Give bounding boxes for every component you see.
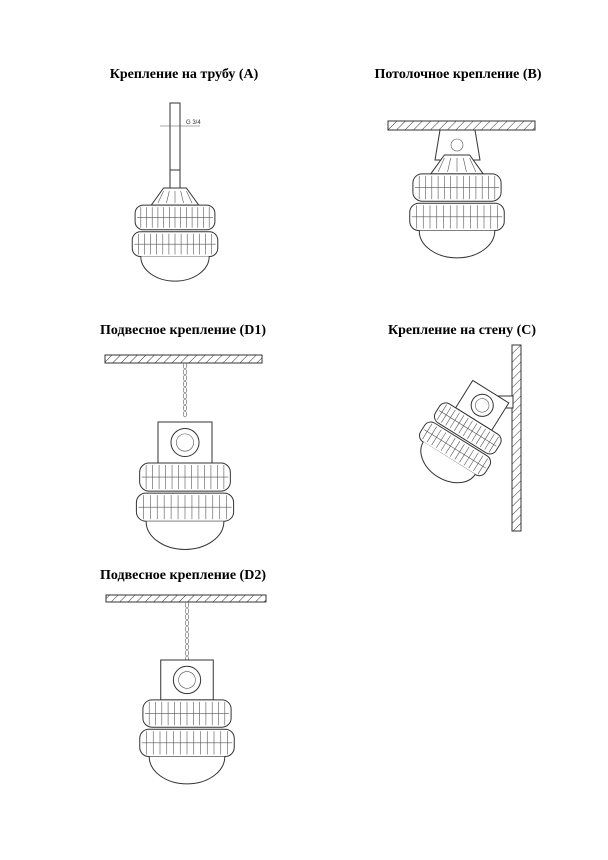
fin <box>447 157 451 172</box>
pendant-mount-d1-drawing <box>104 354 263 550</box>
chain-link <box>185 625 189 633</box>
fin <box>469 157 477 173</box>
caption-pendant-mount-d1: Подвесное крепление (D1) <box>100 323 266 338</box>
chain-link <box>183 410 187 418</box>
caption-pendant-mount-d2: Подвесное крепление (D2) <box>100 568 266 583</box>
chain-link <box>183 392 187 400</box>
chain-link <box>185 631 189 639</box>
fin <box>157 190 164 204</box>
ceiling-hatch <box>105 594 267 603</box>
wall-mount-drawing <box>419 344 522 532</box>
fin <box>166 190 170 204</box>
chain-link <box>183 368 187 376</box>
chain-link <box>183 404 187 412</box>
chain-link <box>183 386 187 394</box>
junction-cover-inner <box>475 398 490 413</box>
chain-link <box>185 613 189 621</box>
fin <box>186 190 193 204</box>
chain-link <box>183 362 187 370</box>
chain-link <box>183 380 187 388</box>
chain-link <box>185 637 189 645</box>
chain-link <box>183 398 187 406</box>
pipe-coupler <box>169 169 181 189</box>
chain-link <box>185 601 189 609</box>
fin <box>437 157 445 173</box>
glass-globe <box>418 230 496 259</box>
junction-cover <box>170 427 200 458</box>
fin-line <box>424 429 486 469</box>
pipe-mount-drawing: G 3/4 <box>131 102 219 282</box>
glass-globe <box>145 521 225 550</box>
glass-globe <box>140 256 210 282</box>
junction-cover-inner <box>178 671 196 689</box>
rotated-lamp <box>419 379 510 484</box>
fin-line <box>439 410 497 447</box>
glass-globe <box>148 756 226 785</box>
ceiling-hatch <box>387 120 536 131</box>
chain-link <box>185 649 189 657</box>
ceiling-mount-drawing <box>387 120 536 259</box>
fin <box>463 157 467 172</box>
ceiling-hatch <box>104 354 263 364</box>
junction-cover-inner <box>176 433 194 452</box>
chain-link <box>185 643 189 651</box>
chain-link <box>185 607 189 615</box>
caption-pipe-mount: Крепление на трубу (A) <box>109 67 259 82</box>
bracket-bolt <box>450 138 464 152</box>
junction-cover <box>172 665 202 695</box>
chain-link <box>183 374 187 382</box>
dimension-label: G 3/4 <box>186 120 201 126</box>
caption-ceiling-mount: Потолочное крепление (B) <box>374 67 542 82</box>
ceiling-bracket <box>434 129 481 161</box>
junction-cover <box>470 393 494 417</box>
glass-globe <box>420 441 476 484</box>
chain-link <box>185 619 189 627</box>
wall-hatch <box>511 344 522 532</box>
caption-wall-mount: Крепление на стену (C) <box>387 323 537 338</box>
pendant-mount-d2-drawing <box>105 594 267 785</box>
fin <box>180 190 184 204</box>
